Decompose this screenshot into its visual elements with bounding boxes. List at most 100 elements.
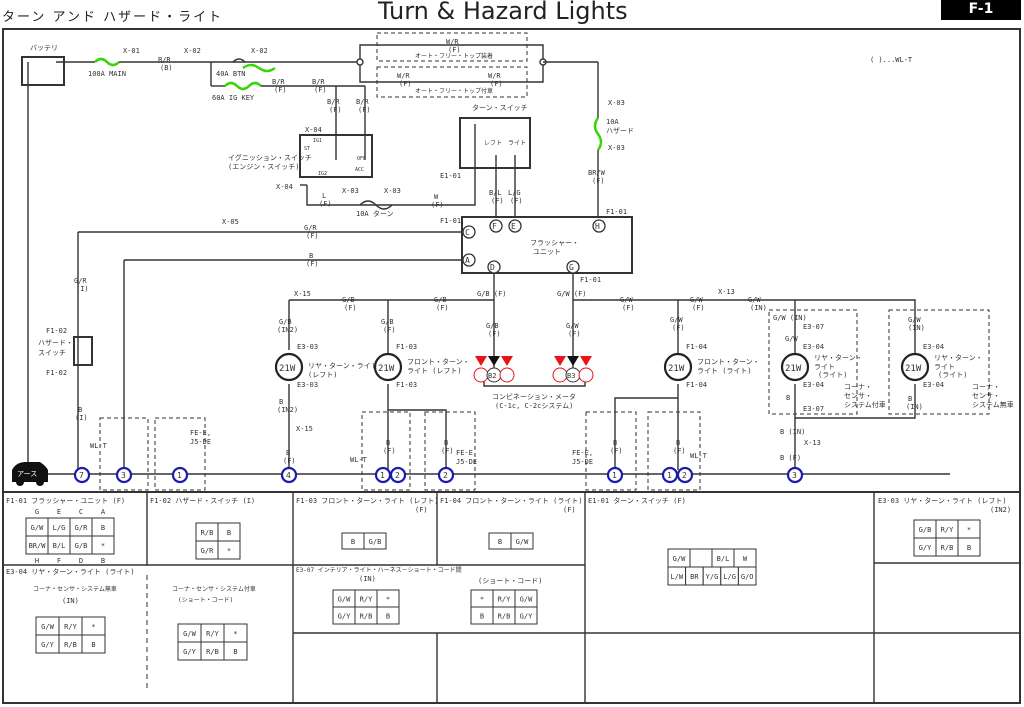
svg-text:E1-01: E1-01 bbox=[440, 172, 461, 180]
svg-text:G/W (IN): G/W (IN) bbox=[773, 314, 807, 322]
svg-text:(B): (B) bbox=[160, 64, 173, 72]
svg-text:G/W: G/W bbox=[566, 322, 579, 330]
svg-text:コーナ・: コーナ・ bbox=[972, 383, 1000, 391]
pin-label: B bbox=[386, 613, 390, 621]
pin-label: R/B bbox=[201, 529, 214, 537]
svg-text:B: B bbox=[444, 439, 448, 447]
svg-text:B/R: B/R bbox=[327, 98, 340, 106]
svg-text:B: B bbox=[386, 439, 390, 447]
svg-text:F1-02: F1-02 bbox=[46, 369, 67, 377]
svg-text:センサ・: センサ・ bbox=[844, 392, 872, 400]
svg-text:オート・フリー・トップ付車: オート・フリー・トップ付車 bbox=[415, 87, 493, 95]
pin-label: G/B bbox=[75, 542, 88, 550]
svg-text:G/R: G/R bbox=[74, 277, 87, 285]
pin-label: * bbox=[91, 623, 95, 631]
bulb-front-right bbox=[663, 352, 693, 382]
svg-text:(IN2): (IN2) bbox=[277, 406, 298, 414]
svg-text:X-04: X-04 bbox=[276, 183, 293, 191]
svg-text:フロント・ターン・: フロント・ターン・ bbox=[407, 357, 470, 366]
pin-label: BR bbox=[690, 573, 699, 581]
pin-label: G/Y bbox=[520, 613, 533, 621]
svg-text:F1-01 フラッシャー・ユニット (F): F1-01 フラッシャー・ユニット (F) bbox=[6, 497, 125, 505]
svg-text:IG2: IG2 bbox=[318, 171, 327, 177]
svg-text:E1-01 ターン・スイッチ (F): E1-01 ターン・スイッチ (F) bbox=[588, 496, 686, 505]
svg-text:FE-E,: FE-E, bbox=[572, 449, 593, 457]
pin-label: G/W bbox=[338, 596, 351, 604]
svg-text:X-15: X-15 bbox=[294, 290, 311, 298]
svg-text:フラッシャー・: フラッシャー・ bbox=[530, 239, 579, 247]
svg-text:(F): (F) bbox=[383, 447, 396, 455]
svg-text:B: B bbox=[786, 394, 790, 402]
pin-label: G/O bbox=[741, 573, 754, 581]
svg-text:OFF: OFF bbox=[357, 156, 366, 162]
svg-text:B: B bbox=[613, 439, 617, 447]
pin-label: G/R bbox=[201, 547, 214, 555]
ground-label: アース bbox=[17, 470, 37, 478]
pin-label: R/B bbox=[64, 641, 77, 649]
pin-label: * bbox=[227, 547, 231, 555]
svg-text:(F): (F) bbox=[448, 46, 461, 54]
svg-text:(レフト): (レフト) bbox=[308, 371, 337, 379]
svg-text:E3-03: E3-03 bbox=[297, 343, 318, 351]
svg-text:(F): (F) bbox=[283, 457, 296, 465]
svg-text:W/R: W/R bbox=[397, 72, 410, 80]
svg-text:(F): (F) bbox=[415, 506, 428, 514]
svg-text:F1-04 フロント・ターン・ライト (ライト): F1-04 フロント・ターン・ライト (ライト) bbox=[440, 496, 583, 505]
svg-text:(IN2): (IN2) bbox=[990, 506, 1011, 514]
svg-text:G/B (F): G/B (F) bbox=[477, 290, 507, 298]
svg-text:21W: 21W bbox=[668, 364, 685, 374]
pin-label: R/Y bbox=[941, 526, 954, 534]
svg-text:W/R: W/R bbox=[446, 38, 459, 46]
flasher-pin-g: G bbox=[569, 263, 574, 272]
connector-pin bbox=[223, 641, 248, 661]
svg-text:E3-04: E3-04 bbox=[923, 343, 944, 351]
pin-label: G/W bbox=[31, 524, 44, 532]
svg-text:G/W (F): G/W (F) bbox=[557, 290, 587, 298]
svg-text:(F): (F) bbox=[672, 324, 685, 332]
svg-text:B/R: B/R bbox=[158, 56, 171, 64]
svg-text:F1-01: F1-01 bbox=[440, 217, 461, 225]
connector-pin bbox=[737, 566, 757, 586]
pin-label: B bbox=[498, 538, 502, 546]
fuse-btn-label: 40A BTN bbox=[216, 70, 246, 78]
flasher-pin-e: E bbox=[511, 222, 516, 231]
svg-text:(F): (F) bbox=[441, 447, 454, 455]
title-japanese: ターン アンド ハザード・ライト bbox=[2, 10, 224, 25]
svg-text:X-01: X-01 bbox=[123, 47, 140, 55]
svg-text:オート・フリー・トップ装着: オート・フリー・トップ装着 bbox=[415, 52, 493, 60]
svg-text:21W: 21W bbox=[378, 364, 395, 374]
svg-text:B: B bbox=[286, 449, 290, 457]
svg-text:ライト: ライト bbox=[814, 363, 835, 371]
pin-label: R/B bbox=[360, 613, 373, 621]
svg-text:F1-03: F1-03 bbox=[396, 343, 417, 351]
svg-text:F1-01: F1-01 bbox=[606, 208, 627, 216]
svg-text:(F): (F) bbox=[568, 330, 581, 338]
legend-note: ( )...WL-T bbox=[870, 56, 913, 64]
svg-text:G/B: G/B bbox=[434, 296, 447, 304]
svg-text:21W: 21W bbox=[905, 364, 922, 374]
svg-text:FE-E,: FE-E, bbox=[456, 449, 477, 457]
svg-text:(F): (F) bbox=[563, 506, 576, 514]
pin-label: B bbox=[233, 648, 237, 656]
diagram-frame bbox=[2, 28, 1021, 704]
pin-label: G/Y bbox=[919, 544, 932, 552]
pin-label: R/B bbox=[941, 544, 954, 552]
svg-text:B: B bbox=[676, 439, 680, 447]
svg-text:コーナ・: コーナ・ bbox=[844, 383, 872, 391]
page-code-badge: F-1 bbox=[941, 0, 1021, 20]
bulb-rear-left bbox=[274, 352, 304, 382]
connector-pin bbox=[91, 535, 115, 555]
pin-label: G/Y bbox=[41, 641, 54, 649]
svg-text:ハザード・: ハザード・ bbox=[38, 339, 73, 347]
connector-pin bbox=[510, 532, 534, 550]
svg-text:G/B: G/B bbox=[279, 318, 292, 326]
ignition-switch-symbol bbox=[299, 134, 373, 178]
pin-label: B bbox=[967, 544, 971, 552]
pin-label: W bbox=[743, 555, 748, 563]
